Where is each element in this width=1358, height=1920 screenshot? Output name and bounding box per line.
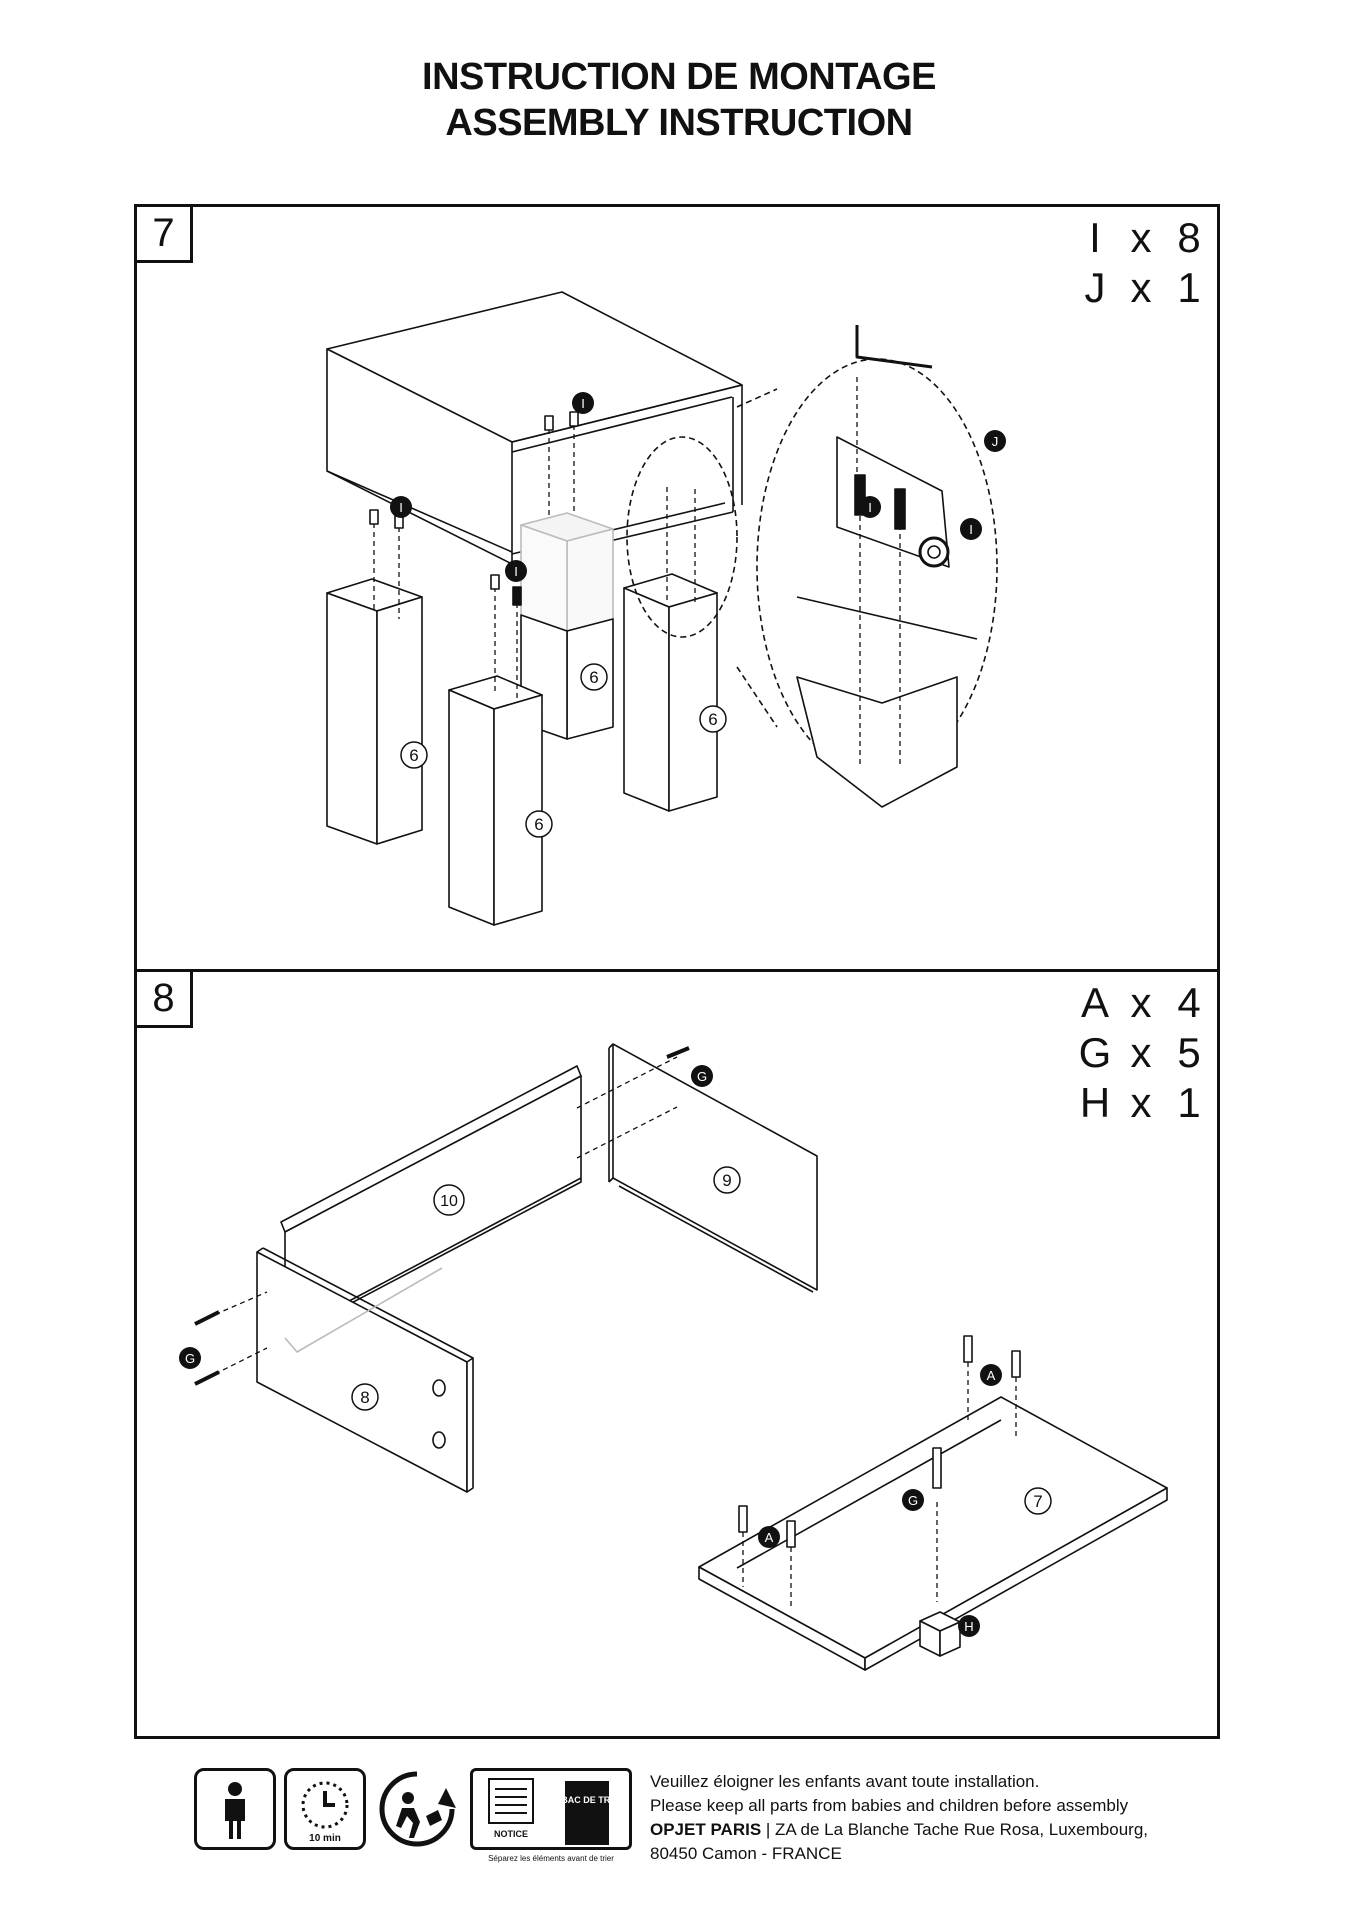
callout-leg-6: 6 bbox=[699, 705, 727, 733]
clock-icon: 10 min bbox=[284, 1768, 366, 1850]
svg-text:I: I bbox=[868, 500, 872, 515]
part-id: A bbox=[1080, 979, 1109, 1026]
step-8-panel: 8 A x 4 G x 5 H x 1 bbox=[134, 969, 1220, 1739]
parts-list: A x 4 G x 5 H x 1 bbox=[1075, 978, 1211, 1128]
part-row: J x 1 bbox=[1075, 263, 1211, 313]
svg-text:10: 10 bbox=[440, 1193, 458, 1210]
part-id: G bbox=[1078, 1029, 1112, 1076]
part-qty: 4 bbox=[1177, 979, 1201, 1026]
svg-text:A: A bbox=[987, 1368, 996, 1383]
svg-text:G: G bbox=[908, 1493, 918, 1508]
svg-text:6: 6 bbox=[534, 815, 543, 834]
title-french: INSTRUCTION DE MONTAGE bbox=[422, 56, 936, 98]
notice-label: NOTICE bbox=[494, 1829, 528, 1839]
svg-text:I: I bbox=[399, 500, 403, 515]
part-qty: 1 bbox=[1177, 264, 1201, 311]
step-7-callouts: I I I I I J 6 6 bbox=[390, 392, 1006, 838]
svg-text:G: G bbox=[697, 1069, 707, 1084]
bin-label: BAC DE TRI bbox=[561, 1795, 613, 1805]
callout-panel-8: 8 bbox=[351, 1383, 379, 1411]
part-id: H bbox=[1079, 1079, 1111, 1126]
part-id: J bbox=[1084, 264, 1106, 311]
callout-leg-6: 6 bbox=[525, 810, 553, 838]
step-7-illustration bbox=[326, 291, 998, 926]
callout-screw-g: G bbox=[691, 1065, 713, 1087]
warning-en: Please keep all parts from babies and ch… bbox=[650, 1796, 1129, 1815]
callout-key-j: J bbox=[984, 430, 1006, 452]
callout-screw-i: I bbox=[960, 518, 982, 540]
part-row: I x 8 bbox=[1075, 213, 1211, 263]
brand-name: OPJET PARIS bbox=[650, 1820, 762, 1839]
part-times: x bbox=[1130, 264, 1152, 311]
step-number: 7 bbox=[137, 207, 193, 263]
svg-text:I: I bbox=[581, 396, 585, 411]
callout-panel-7: 7 bbox=[1024, 1487, 1052, 1515]
svg-text:G: G bbox=[185, 1351, 195, 1366]
step-8-illustration bbox=[194, 1043, 1168, 1671]
callout-screw-g: G bbox=[179, 1347, 201, 1369]
part-row: G x 5 bbox=[1075, 1028, 1211, 1078]
footer: 10 min NOTICE BAC DE TRI Séparez les élé… bbox=[194, 1768, 1194, 1878]
part-times: x bbox=[1130, 214, 1152, 261]
callout-leg-6: 6 bbox=[400, 741, 428, 769]
callout-panel-10: 10 bbox=[433, 1184, 465, 1216]
part-times: x bbox=[1130, 979, 1152, 1026]
svg-text:H: H bbox=[964, 1619, 973, 1634]
callout-screw-g: G bbox=[902, 1489, 924, 1511]
callout-screw-i: I bbox=[572, 392, 594, 414]
callout-dowel-a: A bbox=[980, 1364, 1002, 1386]
part-times: x bbox=[1130, 1029, 1152, 1076]
address-line-1: | ZA de La Blanche Tache Rue Rosa, Luxem… bbox=[761, 1820, 1148, 1839]
panel-9 bbox=[612, 1043, 818, 1291]
svg-text:6: 6 bbox=[589, 668, 598, 687]
callout-screw-i: I bbox=[390, 496, 412, 518]
one-person-icon bbox=[194, 1768, 276, 1850]
page-title: INSTRUCTION DE MONTAGE ASSEMBLY INSTRUCT… bbox=[0, 54, 1358, 146]
part-id: I bbox=[1089, 214, 1101, 261]
callout-screw-i: I bbox=[859, 496, 881, 518]
svg-text:I: I bbox=[514, 564, 518, 579]
svg-text:7: 7 bbox=[1033, 1492, 1042, 1511]
callout-block-h: H bbox=[958, 1615, 980, 1637]
svg-text:9: 9 bbox=[722, 1171, 731, 1190]
part-qty: 5 bbox=[1177, 1029, 1201, 1076]
parts-list: I x 8 J x 1 bbox=[1075, 213, 1211, 313]
time-label: 10 min bbox=[309, 1833, 341, 1844]
part-qty: 1 bbox=[1177, 1079, 1201, 1126]
recycle-icon bbox=[376, 1768, 458, 1850]
svg-text:6: 6 bbox=[708, 710, 717, 729]
title-english: ASSEMBLY INSTRUCTION bbox=[445, 102, 913, 144]
part-row: H x 1 bbox=[1075, 1078, 1211, 1128]
step-8-callouts: 10 9 8 7 G G G A bbox=[179, 1065, 1052, 1637]
callout-panel-9: 9 bbox=[713, 1166, 741, 1194]
svg-text:8: 8 bbox=[360, 1388, 369, 1407]
sorting-info-box: NOTICE BAC DE TRI bbox=[470, 1768, 632, 1850]
safety-and-address: Veuillez éloigner les enfants avant tout… bbox=[650, 1770, 1210, 1866]
sort-caption: Séparez les éléments avant de trier bbox=[488, 1854, 614, 1863]
address-line-2: 80450 Camon - FRANCE bbox=[650, 1844, 842, 1863]
part-times: x bbox=[1130, 1079, 1152, 1126]
step-number: 8 bbox=[137, 972, 193, 1028]
svg-text:J: J bbox=[992, 434, 999, 449]
svg-text:6: 6 bbox=[409, 746, 418, 765]
callout-dowel-a: A bbox=[758, 1526, 780, 1548]
callout-screw-i: I bbox=[505, 560, 527, 582]
svg-text:A: A bbox=[765, 1530, 774, 1545]
part-qty: 8 bbox=[1177, 214, 1201, 261]
svg-text:I: I bbox=[969, 522, 973, 537]
callout-leg-6: 6 bbox=[580, 663, 608, 691]
step-7-panel: 7 I x 8 J x 1 bbox=[134, 204, 1220, 972]
part-row: A x 4 bbox=[1075, 978, 1211, 1028]
address-line: OPJET PARIS | ZA de La Blanche Tache Rue… bbox=[650, 1818, 1210, 1842]
warning-fr: Veuillez éloigner les enfants avant tout… bbox=[650, 1772, 1040, 1791]
